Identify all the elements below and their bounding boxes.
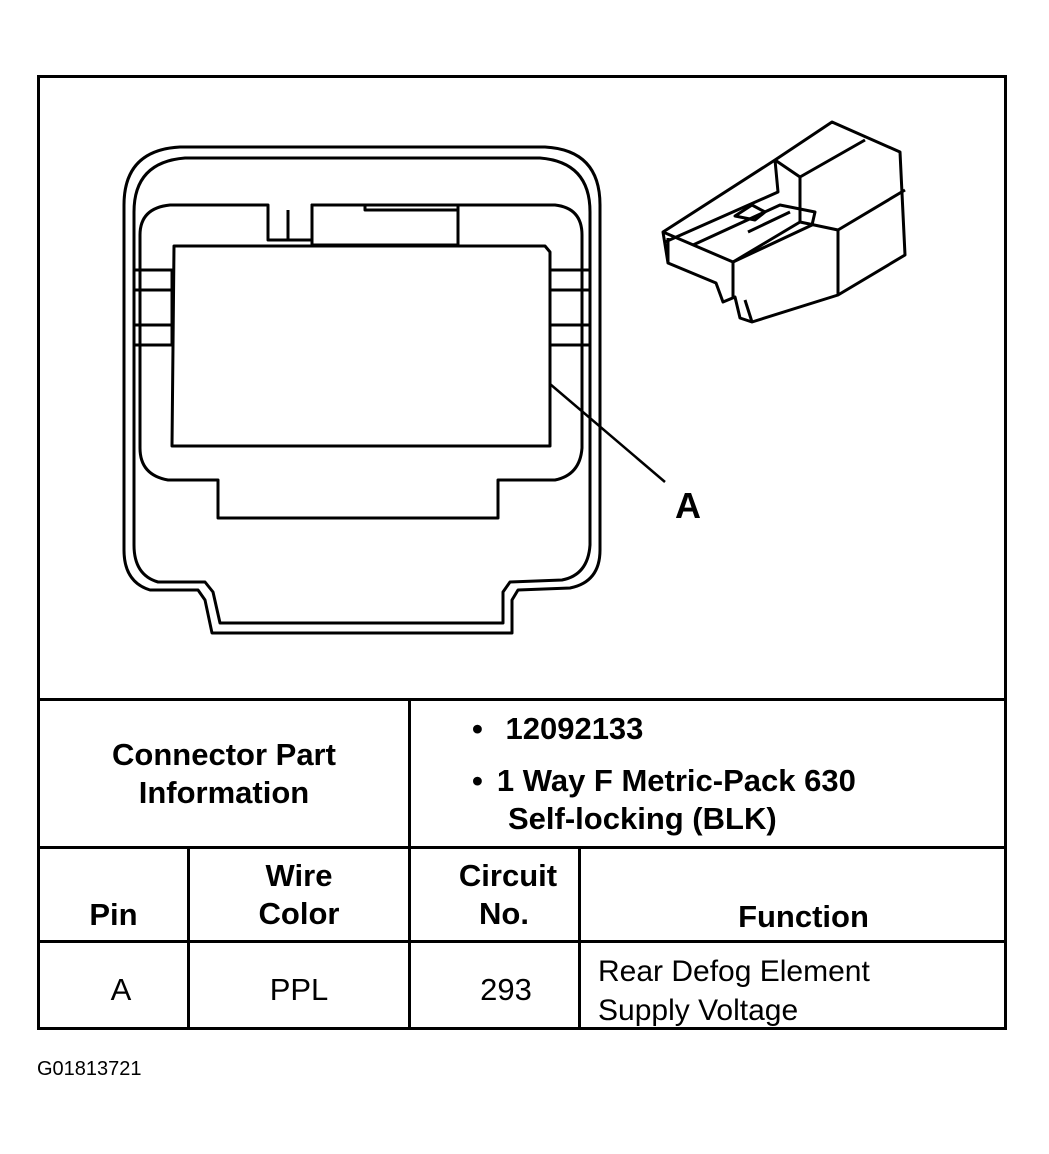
connector-outer-rim (132, 156, 592, 625)
cell-function: Rear Defog Element Supply Voltage (598, 955, 870, 1027)
cell-pin: A (110, 972, 132, 1007)
table-divider-header (37, 940, 1007, 943)
connector-inner-frame (138, 203, 584, 520)
terminal-cavity-a (170, 244, 552, 448)
connector-outer-housing (122, 145, 602, 635)
bullet: • (472, 763, 483, 798)
header-function: Function (738, 899, 869, 934)
connector-part-info-item: •1 Way F Metric-Pack 630 Self-locking (B… (472, 763, 856, 836)
table-top-border (37, 698, 1007, 701)
table-divider-info (37, 846, 1007, 849)
callout-label-a: A (675, 485, 701, 526)
callout-leader-line (549, 383, 666, 483)
diagram-frame (37, 75, 1007, 1030)
cell-circuit-no: 293 (480, 972, 532, 1007)
table-col-divider-info (408, 698, 411, 849)
table-col-divider-circuit (578, 846, 581, 1030)
connector-part-info-item: • 12092133 (472, 711, 644, 746)
figure-id: G01813721 (37, 1058, 142, 1080)
connector-diagram: A (122, 120, 907, 635)
table-col-divider-wire (408, 846, 411, 1030)
cell-wire-color: PPL (269, 972, 329, 1007)
header-circuit-no: Circuit No. (458, 858, 558, 931)
connector-isometric-view (661, 120, 907, 324)
connector-right-latch (546, 268, 592, 347)
connector-part-info-label: Connector Part Information (112, 737, 336, 810)
bullet: • (472, 711, 483, 746)
header-pin: Pin (89, 897, 138, 932)
table-col-divider-pin (187, 846, 190, 1030)
header-wire-color: Wire Color (258, 858, 340, 931)
